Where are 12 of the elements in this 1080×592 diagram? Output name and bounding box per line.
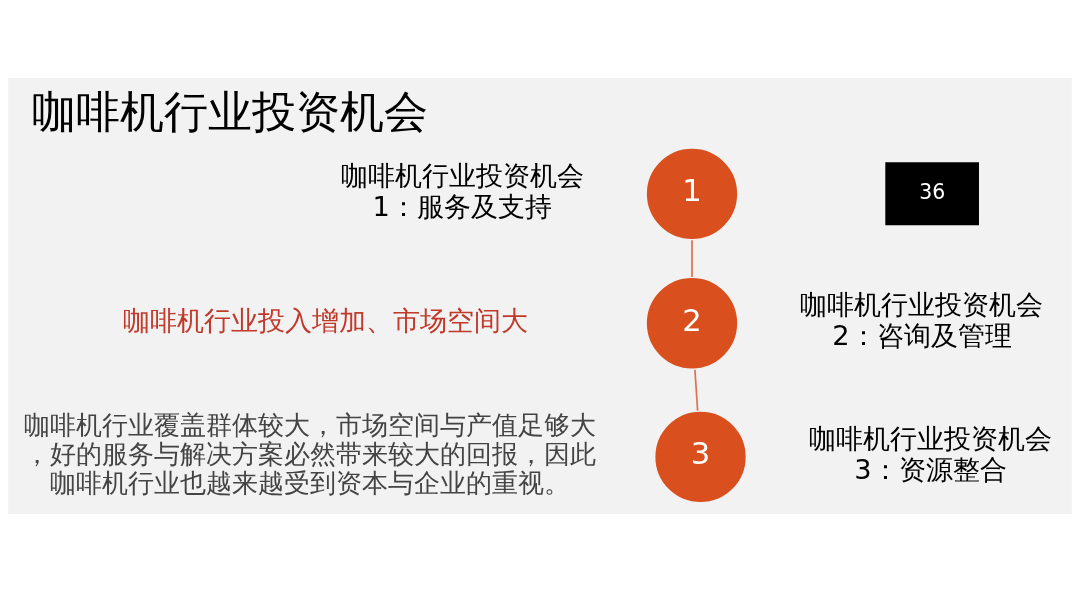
connector [691,239,693,278]
label: 咖啡机行业覆盖群体较大，市场空间与产值足够大，好的服务与解决方案必然带来较大的回报，因此咖啡机行业也越来越受到资本与企业的重视。 [24,409,597,498]
node-circle: 3 [653,410,748,504]
label: 咖啡机行业投入增加、市场空间大 [123,304,529,336]
connector [694,368,699,412]
node-label: 咖啡机行业投资机会3：资源整合 [808,423,1052,485]
diagram-title: 咖啡机行业投资机会 [32,86,429,138]
label: 36 [919,180,946,205]
node-circle: 2 [645,276,739,371]
node-circle: 1 [645,147,739,241]
node-label: 咖啡机行业投资机会2：咨询及管理 [800,289,1044,352]
node-label: 咖啡机行业投资机会1：服务及支持 [340,159,584,222]
